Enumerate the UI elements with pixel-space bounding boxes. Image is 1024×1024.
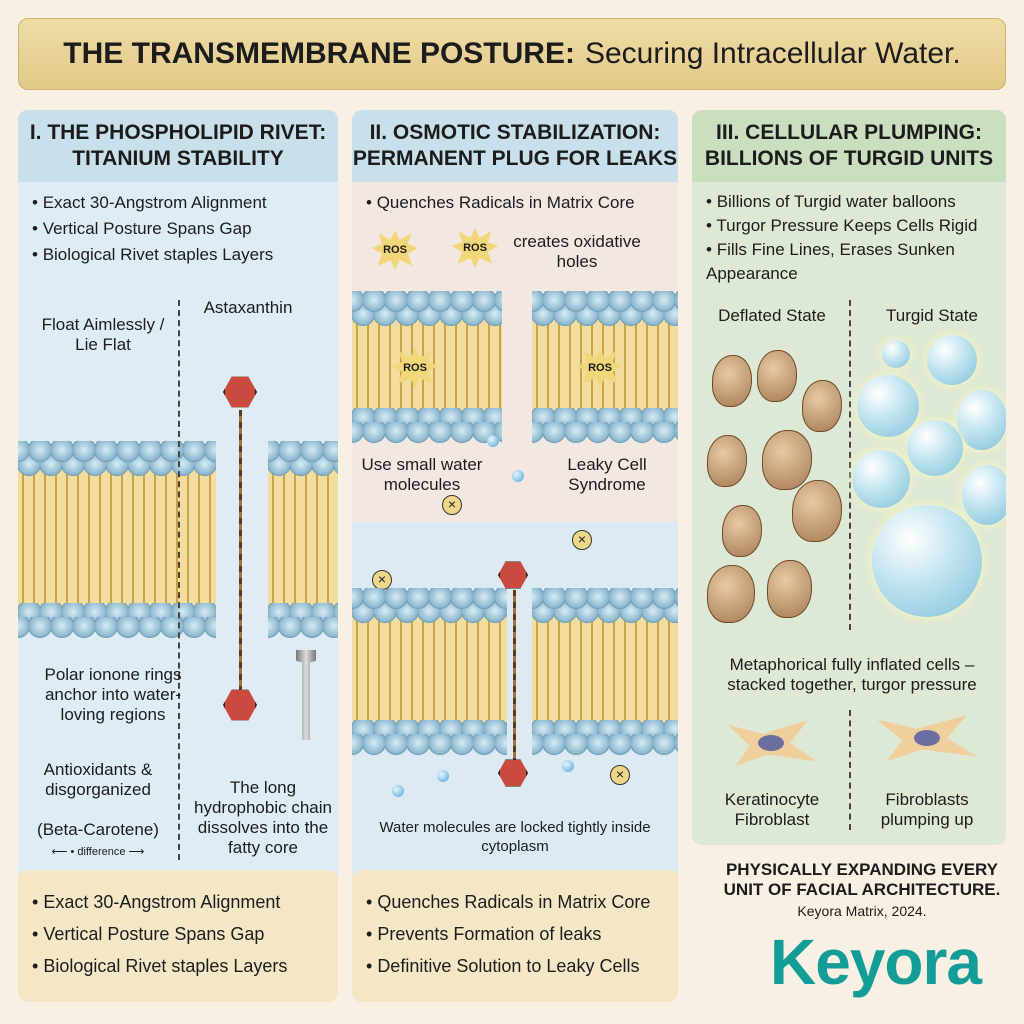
footer-bullet: Biological Rivet staples Layers [32, 950, 287, 982]
panel-cellular-plumping: III. CELLULAR PLUMPING: BILLIONS OF TURGI… [692, 110, 1006, 845]
footer-bullet: Quenches Radicals in Matrix Core [366, 886, 650, 918]
footer-bullet: Exact 30-Angstrom Alignment [32, 886, 287, 918]
bullet: Quenches Radicals in Matrix Core [366, 190, 635, 216]
keyora-logo: Keyora [770, 926, 982, 998]
astaxanthin-chain [513, 590, 516, 760]
polar-label: Polar ionone rings anchor into water-lov… [44, 665, 182, 724]
divider [849, 710, 851, 830]
neutralized-radical-icon: × [372, 570, 392, 590]
panel1-bullets: Exact 30-Angstrom Alignment Vertical Pos… [32, 190, 274, 268]
bullet: Turgor Pressure Keeps Cells Rigid [706, 214, 1001, 238]
neutralized-radical-icon: × [610, 765, 630, 785]
deflated-cell [712, 355, 752, 407]
turgid-cell [852, 450, 910, 508]
turgid-cell [962, 465, 1006, 525]
antioxidants-label: Antioxidants & disgorganized [43, 760, 153, 799]
ionone-ring-icon [223, 376, 257, 408]
membrane-left [18, 441, 216, 639]
ionone-ring-icon [498, 759, 528, 787]
bullet: Vertical Posture Spans Gap [32, 216, 273, 242]
small-water-label: Use small water molecules [361, 455, 483, 494]
neutralized-radical-icon: × [442, 495, 462, 515]
leaky-cell-label: Leaky Cell Syndrome [567, 455, 647, 494]
bullet: Exact 30-Angstrom Alignment [32, 190, 273, 216]
membrane-right [268, 441, 338, 639]
divider [849, 300, 851, 630]
turgid-cell [907, 420, 963, 476]
beta-carotene-label: (Beta-Carotene) [37, 820, 159, 839]
bullet: Billions of Turgid water balloons [706, 190, 1001, 214]
neutralized-radical-icon: × [572, 530, 592, 550]
deflated-cell [762, 430, 812, 490]
title-bold: THE TRANSMEMBRANE POSTURE: [63, 37, 575, 70]
astaxanthin-label: Astaxanthin [203, 298, 293, 317]
footer-bullet: Prevents Formation of leaks [366, 918, 650, 950]
fibroblast-label: Fibroblasts plumping up [880, 790, 974, 829]
water-drop-icon [487, 435, 499, 447]
deflated-label: Deflated State [718, 306, 826, 325]
heading-line: BILLIONS OF TURGID UNITS [704, 147, 994, 170]
panel1-heading: I. THE PHOSPHOLIPID RIVET: TITANIUM STABI… [18, 110, 338, 182]
screw-icon [296, 650, 316, 740]
ionone-ring-icon [498, 561, 528, 589]
turgid-cell [857, 375, 919, 437]
heading-line: II. OSMOTIC STABILIZATION: [369, 121, 661, 144]
panel1-footer: Exact 30-Angstrom Alignment Vertical Pos… [18, 870, 338, 1002]
ionone-ring-icon [223, 689, 257, 721]
panel3-bullets: Billions of Turgid water balloons Turgor… [706, 190, 1001, 286]
heading-line: TITANIUM STABILITY [72, 147, 284, 170]
water-drop-icon [437, 770, 449, 782]
deflated-cell [722, 505, 762, 557]
deflated-cell [767, 560, 812, 618]
nucleus-icon [758, 735, 784, 751]
deflated-cell [707, 565, 755, 623]
turgid-cell [882, 340, 910, 368]
sealed-membrane-right [532, 588, 678, 756]
chain-label: The long hydrophobic chain dissolves int… [194, 778, 332, 857]
title-rest: Securing Intracellular Water. [584, 37, 961, 70]
heading-line: I. THE PHOSPHOLIPID RIVET: [29, 121, 327, 144]
panel-phospholipid-rivet: I. THE PHOSPHOLIPID RIVET: TITANIUM STABI… [18, 110, 338, 1002]
nucleus-icon [914, 730, 940, 746]
footer-bullet: Definitive Solution to Leaky Cells [366, 950, 650, 982]
tagline-source: Keyora Matrix, 2024. [797, 903, 927, 919]
turgid-cell [957, 390, 1006, 450]
panel3-heading: III. CELLULAR PLUMPING: BILLIONS OF TURGI… [692, 110, 1006, 182]
deflated-cell [757, 350, 797, 402]
bullet: Biological Rivet staples Layers [32, 242, 274, 268]
water-drop-icon [512, 470, 524, 482]
sealed-membrane-left [352, 588, 507, 756]
title-banner: THE TRANSMEMBRANE POSTURE: Securing Intra… [18, 18, 1006, 90]
heading-line: III. CELLULAR PLUMPING: [716, 121, 982, 144]
deflated-cell [707, 435, 747, 487]
deflated-cell [792, 480, 842, 542]
turgid-cell [872, 505, 982, 617]
divider [178, 300, 180, 860]
deflated-cell [802, 380, 842, 432]
astaxanthin-chain [239, 410, 242, 690]
turgid-label: Turgid State [886, 306, 978, 325]
bullet: Fills Fine Lines, Erases Sunken Appearan… [706, 238, 1001, 286]
panel2-footer: Quenches Radicals in Matrix Core Prevent… [352, 870, 678, 1002]
creates-holes-label: creates oxidative holes [513, 232, 641, 271]
water-drop-icon [562, 760, 574, 772]
keratinocyte-label: Keratinocyte Fibroblast [724, 790, 820, 829]
difference-label: ⟵ • difference ⟶ [51, 846, 145, 858]
water-drop-icon [392, 785, 404, 797]
heading-line: PERMANENT PLUG FOR LEAKS [352, 147, 678, 170]
panel2-heading: II. OSMOTIC STABILIZATION: PERMANENT PLUG… [352, 110, 678, 182]
float-label: Float Aimlessly / Lie Flat [41, 315, 165, 354]
footer-bullet: Vertical Posture Spans Gap [32, 918, 287, 950]
turgid-cell [927, 335, 977, 385]
tagline: PHYSICALLY EXPANDING EVERY UNIT OF FACIA… [723, 860, 1001, 899]
panel2-bullets: Quenches Radicals in Matrix Core [366, 190, 635, 216]
metaphor-label: Metaphorical fully inflated cells – stac… [727, 655, 977, 694]
panel-osmotic-stabilization: II. OSMOTIC STABILIZATION: PERMANENT PLUG… [352, 110, 678, 1002]
locked-label: Water molecules are locked tightly insid… [379, 819, 651, 855]
